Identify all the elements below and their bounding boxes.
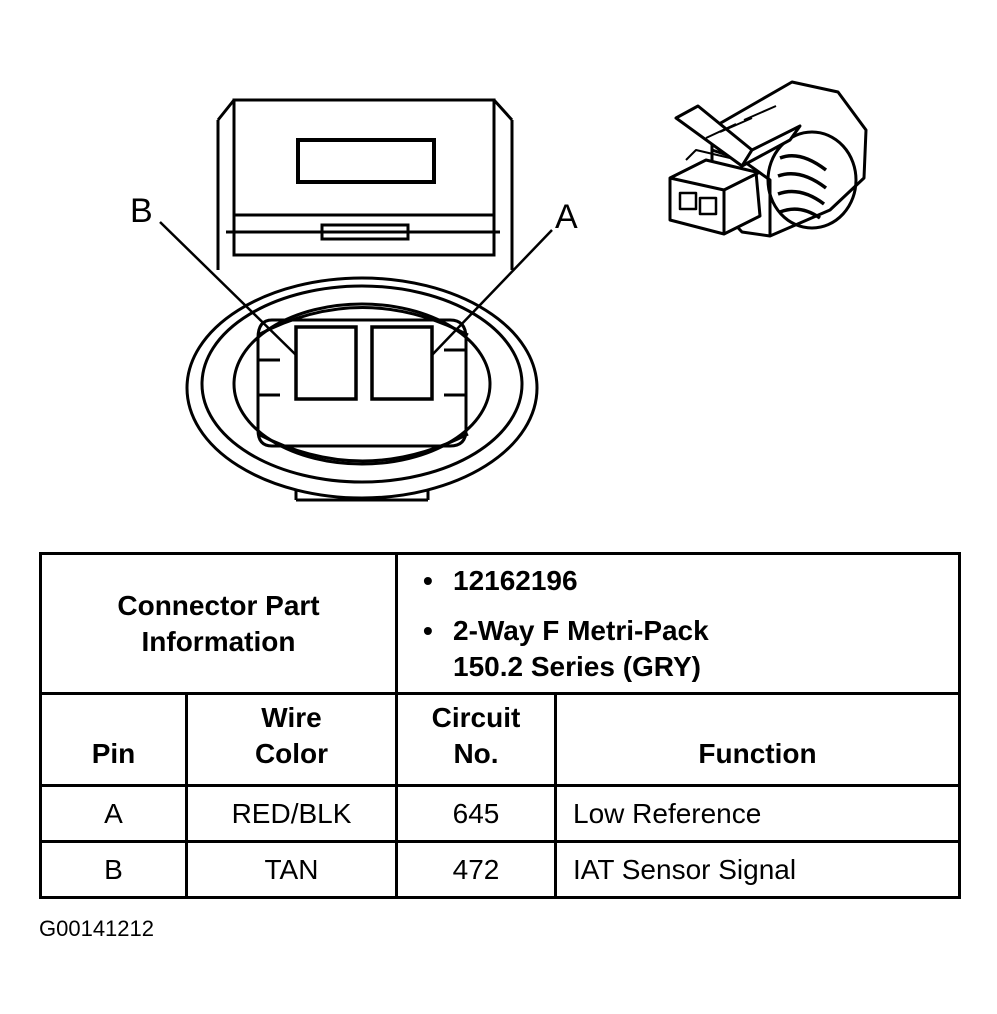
connector-table: Connector Part Information • 12162196 • 2-… — [39, 552, 961, 899]
pin-a-cavity — [370, 325, 434, 401]
connector-type-line-1: 2-Way F Metri-Pack — [453, 614, 709, 646]
part-info-item: • 12162196 — [423, 563, 958, 599]
wire-color-cell: TAN — [185, 840, 398, 899]
pin-b-cavity — [294, 325, 358, 401]
column-header-pin: Pin — [39, 692, 188, 787]
function-cell: Low Reference — [554, 784, 961, 843]
pin-cell: A — [39, 784, 188, 843]
circuit-header-line-1: Circuit — [431, 702, 521, 733]
part-info-header-line-1: Connector Part — [117, 589, 320, 621]
wire-color-header-line-2: Color — [254, 738, 329, 769]
circuit-header-line-2: No. — [453, 738, 499, 769]
pin-a-label: A — [555, 198, 578, 236]
connector-diagram: B A — [130, 80, 868, 502]
pin-b-label: B — [130, 192, 153, 230]
column-header-circuit: Circuit No. — [395, 692, 557, 787]
connector-type-line-2: 150.2 Series (GRY) — [453, 650, 701, 682]
bullet-icon: • — [423, 564, 433, 596]
column-header-wire-color: Wire Color — [185, 692, 398, 787]
wire-color-header-line-1: Wire — [261, 702, 322, 733]
pin-cell: B — [39, 840, 188, 899]
part-info-item: • 2-Way F Metri-Pack — [423, 613, 958, 649]
circuit-cell: 472 — [395, 840, 557, 899]
part-number: 12162196 — [453, 564, 578, 596]
pin-a-leader — [431, 229, 553, 356]
part-info-header-line-2: Information — [141, 625, 296, 657]
function-cell: IAT Sensor Signal — [554, 840, 961, 899]
column-header-function: Function — [554, 692, 961, 787]
figure-id: G00141212 — [39, 916, 154, 941]
table-row: A RED/BLK 645 Low Reference — [39, 784, 961, 843]
part-info-header: Connector Part Information — [39, 552, 398, 695]
part-info-list: • 12162196 • 2-Way F Metri-Pack 150.2 Seri… — [395, 552, 961, 695]
circuit-cell: 645 — [395, 784, 557, 843]
table-row: B TAN 472 IAT Sensor Signal — [39, 840, 961, 899]
pin-b-leader — [159, 221, 297, 356]
wire-color-cell: RED/BLK — [185, 784, 398, 843]
connector-isometric-view — [668, 80, 868, 238]
bullet-icon: • — [423, 614, 433, 646]
